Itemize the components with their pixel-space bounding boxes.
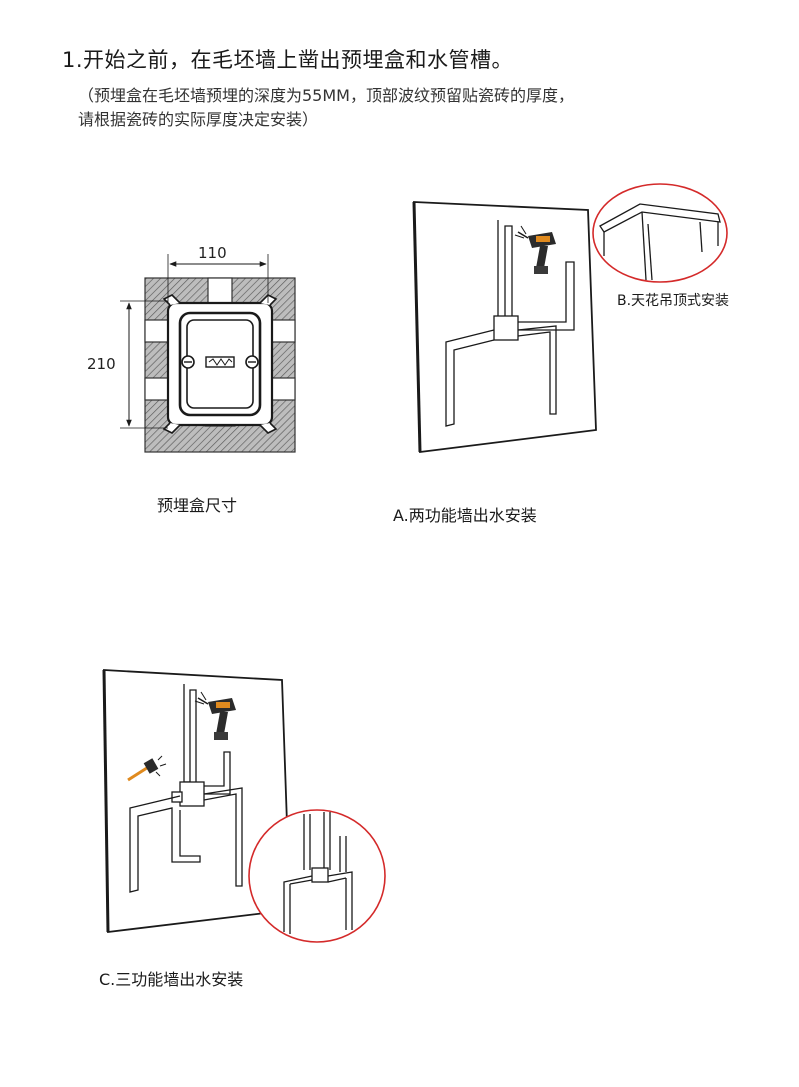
page-title: 1.开始之前，在毛坯墙上凿出预埋盒和水管槽。 xyxy=(62,48,514,72)
zoom-circle-b xyxy=(592,183,728,283)
embedded-box xyxy=(162,294,278,434)
width-label: 110 xyxy=(198,244,227,262)
embedded-box-figure: 110 210 xyxy=(87,244,296,453)
pipe-right-c xyxy=(204,751,231,795)
figure-a-two-function xyxy=(412,201,597,454)
box-caption: 预埋盒尺寸 xyxy=(157,496,238,515)
figure-a-caption: A.两功能墙出水安装 xyxy=(393,506,537,525)
pipe-up-a xyxy=(497,220,513,319)
box-fitting-c xyxy=(179,781,205,807)
drill-icon xyxy=(514,225,556,274)
zoom-detail-c xyxy=(248,809,386,943)
depth-note-line2: 请根据瓷砖的实际厚度决定安装） xyxy=(78,110,319,129)
figure-b-caption: B.天花吊顶式安装 xyxy=(617,293,730,309)
figure-c-caption: C.三功能墙出水安装 xyxy=(99,970,244,989)
box-fitting-a xyxy=(493,315,519,341)
hammer-icon xyxy=(127,755,167,782)
pipe-right-a xyxy=(518,261,575,331)
pipe-right-down-a xyxy=(517,325,557,415)
depth-note-line1: （预埋盒在毛坯墙预埋的深度为55MM，顶部波纹预留贴瓷砖的厚度， xyxy=(78,86,574,105)
pipe-left-a xyxy=(445,329,495,427)
pipe-up-c xyxy=(183,684,197,783)
height-label: 210 xyxy=(87,355,116,373)
drill-icon-c xyxy=(194,691,236,740)
figure-c-three-function xyxy=(102,669,291,934)
figure-b-ceiling xyxy=(592,183,728,283)
pipe-right-down-c xyxy=(203,787,243,887)
pipe-left-c xyxy=(129,795,201,893)
